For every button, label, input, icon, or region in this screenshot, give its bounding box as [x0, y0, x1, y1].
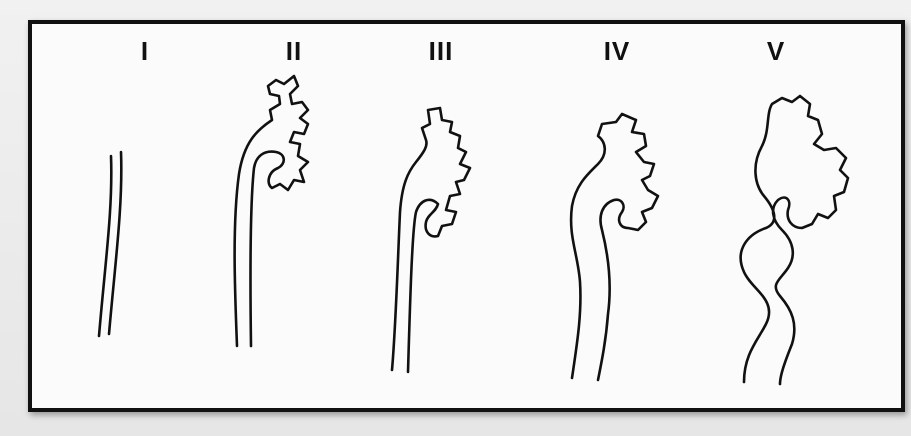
- ureter-grade-4: [571, 114, 658, 380]
- ureter-grade-3: [392, 108, 470, 372]
- figure-frame: I II III IV V: [28, 20, 905, 412]
- reflux-grades-diagram: [32, 24, 901, 408]
- ureter-grade-5: [741, 96, 848, 384]
- ureter-grade-2: [235, 76, 308, 346]
- ureter-grade-1: [99, 152, 121, 336]
